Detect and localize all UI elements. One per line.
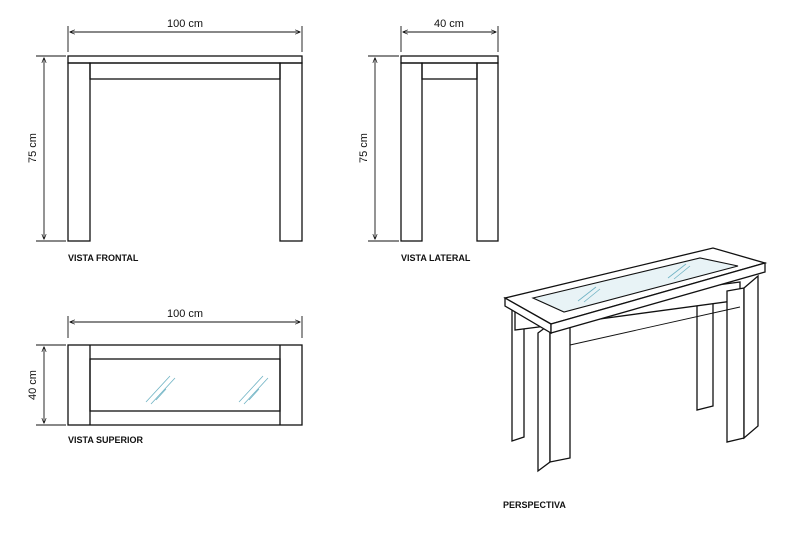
top-width-label: 100 cm [167, 308, 203, 320]
perspective-view: PERSPECTIVA [503, 247, 768, 510]
perspective-table-top [503, 247, 768, 335]
top-view: 100 cm 40 cm VISTA SUPERIOR [27, 308, 303, 445]
side-width-dimension: 40 cm [400, 18, 499, 52]
top-glass-reflections [145, 375, 269, 405]
front-height-dimension: 75 cm [27, 55, 66, 242]
perspective-glass-reflections [577, 263, 691, 303]
perspective-view-label: PERSPECTIVA [503, 500, 566, 510]
perspective-front-leg [537, 306, 741, 473]
side-table-outline [400, 55, 499, 242]
side-height-dimension: 75 cm [358, 55, 399, 242]
front-width-dimension: 100 cm [67, 18, 303, 52]
side-view: 40 cm 75 cm VISTA LATERAL [358, 18, 499, 263]
side-width-label: 40 cm [434, 18, 464, 30]
front-height-label: 75 cm [27, 133, 39, 163]
top-table-outline [67, 344, 303, 426]
top-depth-label: 40 cm [27, 370, 39, 400]
front-table-outline [67, 55, 303, 242]
top-width-dimension: 100 cm [67, 308, 303, 338]
top-view-label: VISTA SUPERIOR [68, 435, 144, 445]
side-view-label: VISTA LATERAL [401, 253, 471, 263]
side-height-label: 75 cm [358, 133, 370, 163]
front-width-label: 100 cm [167, 18, 203, 30]
perspective-right-leg [726, 274, 759, 443]
top-depth-dimension: 40 cm [27, 344, 66, 426]
front-view-label: VISTA FRONTAL [68, 253, 139, 263]
front-view: 100 cm 75 cm VISTA FRONTAL [27, 18, 303, 263]
